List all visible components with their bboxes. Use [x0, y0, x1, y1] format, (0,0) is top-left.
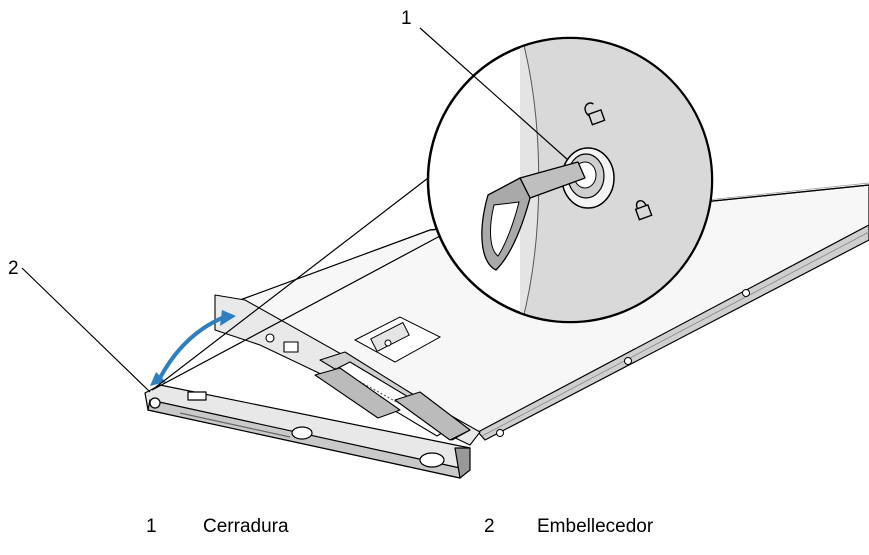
legend-number-2: 2 — [484, 516, 495, 537]
lock-detail-magnifier — [426, 36, 714, 324]
server-bezel-lock-illustration — [21, 27, 869, 479]
legend-label-2: Embellecedor — [537, 516, 654, 537]
bezel-rotation-arrow — [150, 310, 236, 386]
callout-1: 1 — [401, 8, 412, 29]
unlock-symbol-icon — [584, 102, 606, 126]
legend-number-1: 1 — [146, 516, 157, 537]
legend-label-1: Cerradura — [203, 516, 289, 537]
zoom-lines — [151, 174, 441, 391]
legend: 1 Cerradura 2 Embellecedor — [0, 516, 869, 546]
callout-leaders — [21, 27, 569, 393]
callout-2: 2 — [8, 258, 19, 279]
top-cover-release-latch — [353, 316, 442, 363]
lock-symbol-icon — [634, 200, 653, 221]
bezel — [144, 384, 471, 479]
rail-screws — [496, 289, 750, 437]
server-front-panel — [214, 294, 481, 446]
